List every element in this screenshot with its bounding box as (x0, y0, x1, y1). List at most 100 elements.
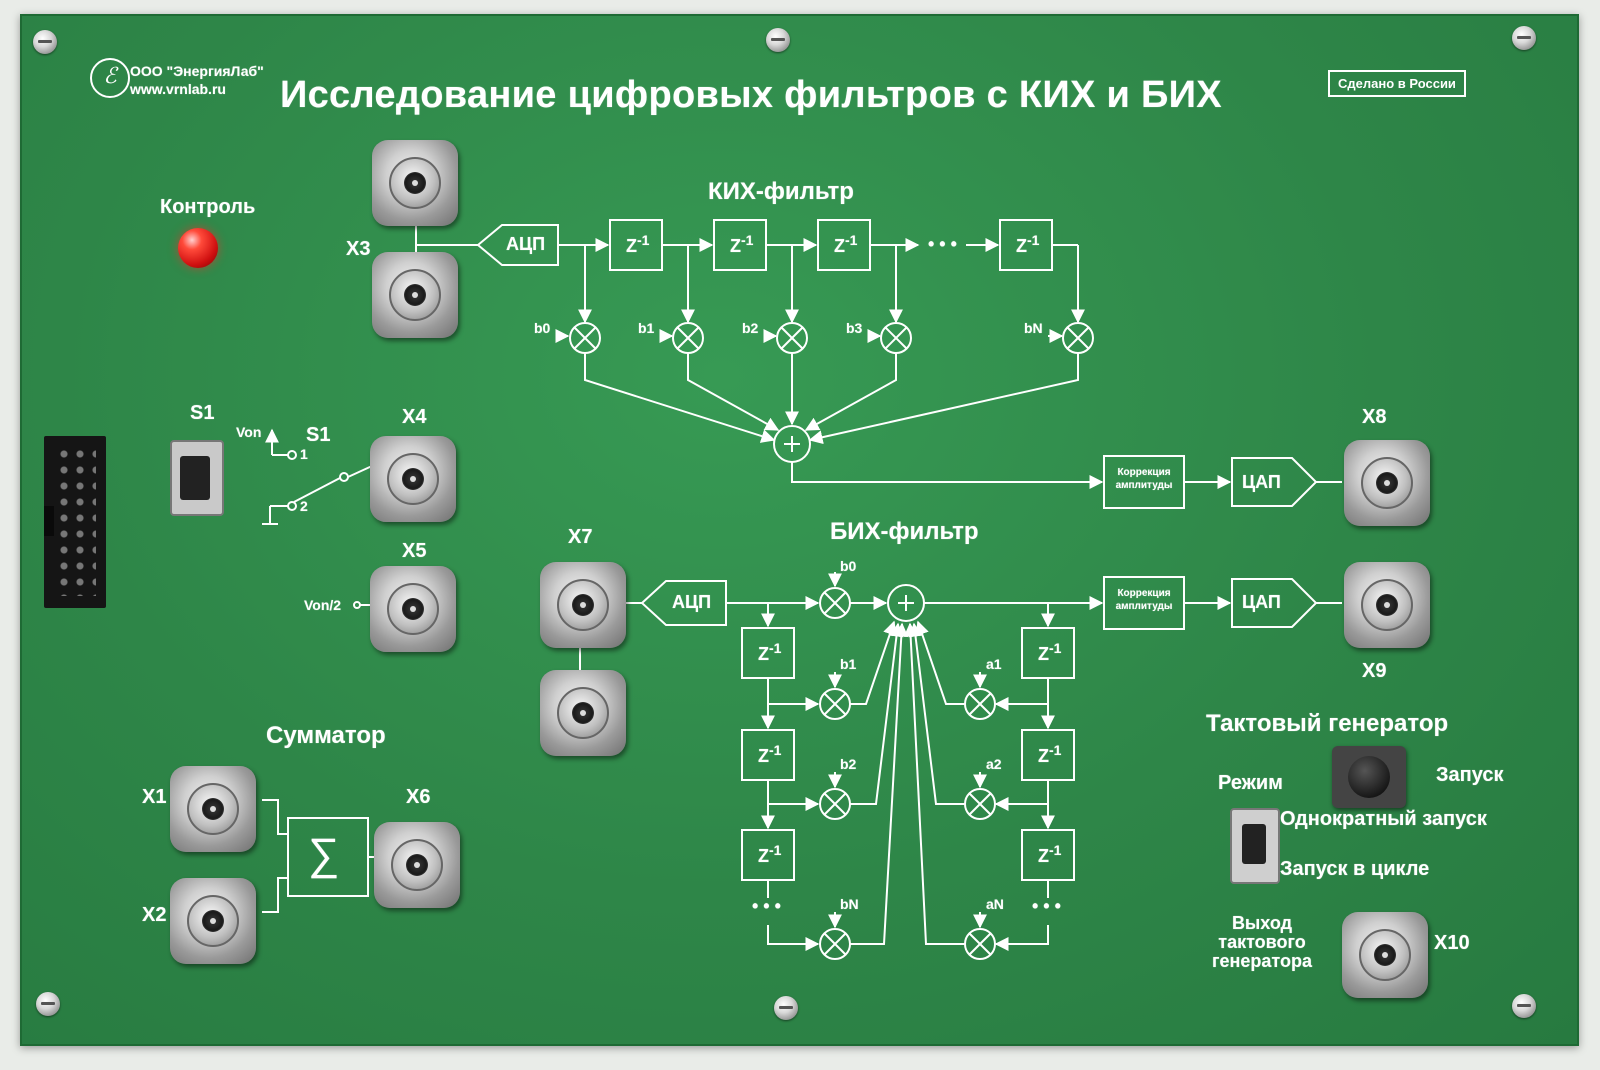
fir-correction-line1: Коррекция (1117, 467, 1171, 478)
iir-coeff-b1: b1 (840, 656, 857, 672)
switch-s1-label: S1 (190, 402, 215, 424)
bnc-x3-bottom[interactable] (372, 252, 458, 338)
iir-delay-right-3: Z-1 (1038, 842, 1061, 867)
iir-delay-left-2: Z-1 (758, 742, 781, 767)
iir-dots-right: • • • (1032, 896, 1061, 916)
fir-title: КИХ-фильтр (708, 178, 854, 205)
screw-top-right (1512, 26, 1536, 50)
iir-delay-left-1-z: Z (758, 644, 769, 664)
summator-title: Сумматор (266, 722, 386, 749)
fir-delay-3-exp: -1 (845, 232, 858, 248)
screw-top-center (766, 28, 790, 52)
iir-title: БИХ-фильтр (830, 518, 979, 545)
bnc-x1[interactable] (170, 766, 256, 852)
iir-correction: Коррекция амплитуды (1108, 587, 1180, 613)
company-logo-icon: ℰ (90, 58, 130, 98)
fir-delay-n-exp: -1 (1027, 232, 1040, 248)
bnc-x3-top[interactable] (372, 140, 458, 226)
bnc-x6[interactable] (374, 822, 460, 908)
fir-delay-n-z: Z (1016, 236, 1027, 256)
clock-loop-label: Запуск в цикле (1280, 858, 1430, 880)
iir-delay-left-3-exp: -1 (769, 842, 782, 858)
bnc-x7-top[interactable] (540, 562, 626, 648)
clock-single-label: Однократный запуск (1280, 808, 1487, 830)
clock-mode-label: Режим (1218, 772, 1283, 794)
company-info: ООО "ЭнергияЛаб" www.vrnlab.ru (130, 62, 264, 98)
fir-delay-3: Z-1 (834, 232, 857, 257)
iir-delay-right-2: Z-1 (1038, 742, 1061, 767)
panel-title: Исследование цифровых фильтров с КИХ и Б… (280, 74, 1222, 116)
iir-coeff-bn: bN (840, 896, 859, 912)
x4-label: X4 (402, 406, 427, 428)
switch-pos1-label: 1 (300, 446, 308, 462)
switch-von-label: Von (236, 424, 262, 440)
clock-mode-switch-lever (1242, 824, 1266, 864)
clock-start-button[interactable] (1332, 746, 1406, 808)
switch-s1[interactable] (170, 440, 224, 516)
bnc-x10[interactable] (1342, 912, 1428, 998)
header-pins (56, 446, 96, 596)
company-site: www.vrnlab.ru (130, 81, 226, 97)
iir-coeff-b2: b2 (840, 756, 857, 772)
fir-delay-2-z: Z (730, 236, 741, 256)
bnc-x5[interactable] (370, 566, 456, 652)
iir-delay-right-1: Z-1 (1038, 640, 1061, 665)
clock-output-label: Выход тактового генератора (1200, 914, 1324, 971)
fir-correction-line2: амплитуды (1115, 480, 1173, 491)
fir-delay-2-exp: -1 (741, 232, 754, 248)
company-name: ООО "ЭнергияЛаб" (130, 63, 264, 79)
iir-delay-left-3: Z-1 (758, 842, 781, 867)
iir-dots-left: • • • (752, 896, 781, 916)
iir-delay-right-3-exp: -1 (1049, 842, 1062, 858)
clock-mode-switch[interactable] (1230, 808, 1280, 884)
control-led-icon (178, 228, 218, 268)
fir-delay-1: Z-1 (626, 232, 649, 257)
made-in-badge: Сделано в России (1328, 70, 1466, 97)
bnc-x2[interactable] (170, 878, 256, 964)
fir-coeff-b2: b2 (742, 320, 759, 336)
iir-delay-right-2-exp: -1 (1049, 742, 1062, 758)
x7-label: X7 (568, 526, 593, 548)
switch-s1-schematic-label: S1 (306, 424, 331, 446)
iir-delay-left-3-z: Z (758, 846, 769, 866)
fir-delay-n: Z-1 (1016, 232, 1039, 257)
iir-coeff-a1: a1 (986, 656, 1002, 672)
ribbon-header-connector[interactable] (44, 436, 106, 608)
clock-output-line1: Выход (1231, 913, 1293, 933)
von-half-label: Von/2 (304, 597, 342, 613)
control-label: Контроль (160, 196, 256, 218)
iir-adc-label: АЦП (672, 592, 712, 612)
bnc-x7-bottom[interactable] (540, 670, 626, 756)
header-notch (44, 506, 54, 536)
x5-label: X5 (402, 540, 427, 562)
fir-coeff-b3: b3 (846, 320, 863, 336)
iir-delay-left-1-exp: -1 (769, 640, 782, 656)
fir-delay-1-z: Z (626, 236, 637, 256)
screw-top-left (33, 30, 57, 54)
iir-correction-line1: Коррекция (1117, 588, 1171, 599)
fir-coeff-bn: bN (1024, 320, 1043, 336)
bnc-x4[interactable] (370, 436, 456, 522)
lab-panel (20, 14, 1579, 1046)
screw-bottom-left (36, 992, 60, 1016)
fir-coeff-b0: b0 (534, 320, 551, 336)
iir-correction-line2: амплитуды (1115, 601, 1173, 612)
bnc-x9[interactable] (1344, 562, 1430, 648)
iir-delay-right-2-z: Z (1038, 746, 1049, 766)
iir-delay-left-2-exp: -1 (769, 742, 782, 758)
x10-label: X10 (1434, 932, 1470, 954)
clock-output-line3: генератора (1212, 951, 1312, 971)
fir-delay-1-exp: -1 (637, 232, 650, 248)
x2-label: X2 (142, 904, 167, 926)
fir-dac-label: ЦАП (1242, 472, 1281, 492)
iir-delay-right-1-exp: -1 (1049, 640, 1062, 656)
iir-delay-left-1: Z-1 (758, 640, 781, 665)
x1-label: X1 (142, 786, 167, 808)
clock-start-button-cap (1348, 756, 1390, 798)
iir-delay-right-3-z: Z (1038, 846, 1049, 866)
clock-start-label: Запуск (1436, 764, 1504, 786)
bnc-x8[interactable] (1344, 440, 1430, 526)
iir-delay-right-1-z: Z (1038, 644, 1049, 664)
switch-pos2-label: 2 (300, 498, 308, 514)
x9-label: X9 (1362, 660, 1387, 682)
